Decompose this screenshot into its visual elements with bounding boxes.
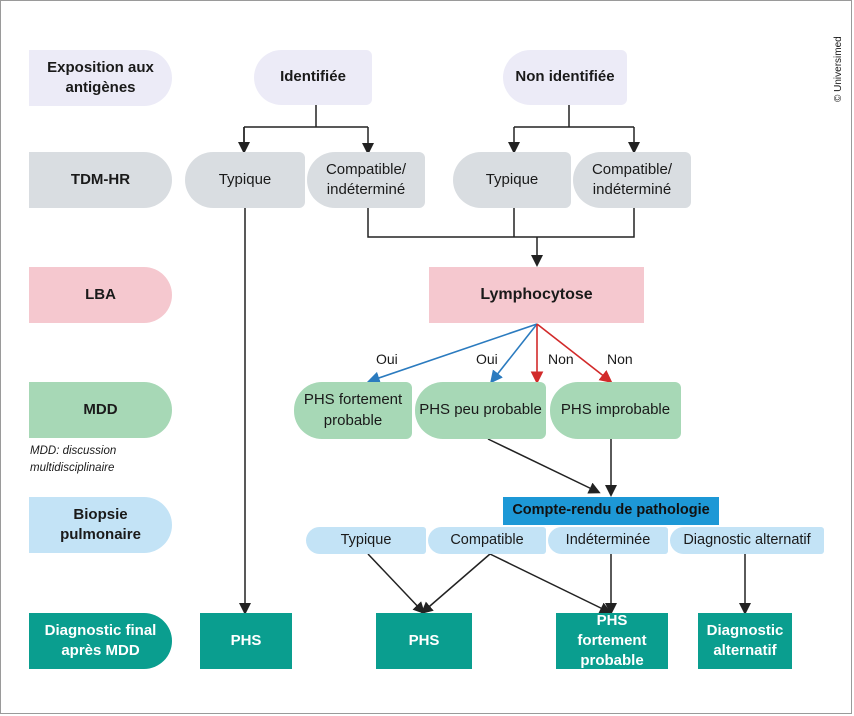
exposure-identified: Identifiée xyxy=(254,50,372,105)
edge-not-identified xyxy=(514,104,634,128)
row-label-exposure: Exposition aux antigènes xyxy=(29,50,172,106)
pathology-alternative: Diagnostic alternatif xyxy=(670,527,824,554)
arrow-oui-1 xyxy=(366,323,538,384)
tdm-typical-1: Typique xyxy=(185,152,305,208)
edge-label-oui-1: Oui xyxy=(376,351,398,367)
edge-typical-to-phs2 xyxy=(367,553,426,615)
row-label-lba: LBA xyxy=(29,267,172,323)
final-phs-2: PHS xyxy=(376,613,472,669)
pathology-typical: Typique xyxy=(306,527,426,554)
edge-identified xyxy=(243,104,368,152)
edge-label-non-1: Non xyxy=(548,351,574,367)
edge-label-oui-2: Oui xyxy=(476,351,498,367)
edge-little-to-report xyxy=(487,438,601,494)
pathology-report: Compte-rendu de pathologie xyxy=(503,497,719,525)
row-label-biopsy: Biopsie pulmonaire xyxy=(29,497,172,553)
exposure-not-identified: Non identifiée xyxy=(503,50,627,105)
final-phs-1: PHS xyxy=(200,613,292,669)
mdd-note: MDD: discussion multidisciplinaire xyxy=(30,445,117,475)
lba-lymphocytosis: Lymphocytose xyxy=(429,267,644,323)
final-phs-strongly: PHS fortement probable xyxy=(556,612,668,669)
row-label-tdm: TDM-HR xyxy=(29,152,172,208)
arrow-non-2 xyxy=(536,323,613,383)
edge-to-lymphocytosis xyxy=(367,208,635,264)
row-label-mdd: MDD xyxy=(29,382,172,438)
pathology-indeterminate: Indéterminée xyxy=(548,527,668,554)
tdm-typical-2: Typique xyxy=(453,152,571,208)
pathology-compatible: Compatible xyxy=(428,527,546,554)
edge-compatible-to-strongly xyxy=(489,553,612,614)
credit-text: © Universimed xyxy=(833,36,844,102)
mdd-improbable: PHS improbable xyxy=(550,382,681,439)
mdd-strongly-probable: PHS fortement probable xyxy=(294,382,412,439)
mdd-little-probable: PHS peu probable xyxy=(415,382,546,439)
final-alternative: Diagnostic alternatif xyxy=(698,613,792,669)
arrow-oui-2 xyxy=(490,323,538,384)
edge-compatible-to-phs2 xyxy=(420,553,491,614)
row-label-final: Diagnostic final après MDD xyxy=(29,613,172,669)
tdm-compatible-1: Compatible/ indéterminé xyxy=(307,152,425,208)
tdm-compatible-2: Compatible/ indéterminé xyxy=(573,152,691,208)
edge-label-non-2: Non xyxy=(607,351,633,367)
